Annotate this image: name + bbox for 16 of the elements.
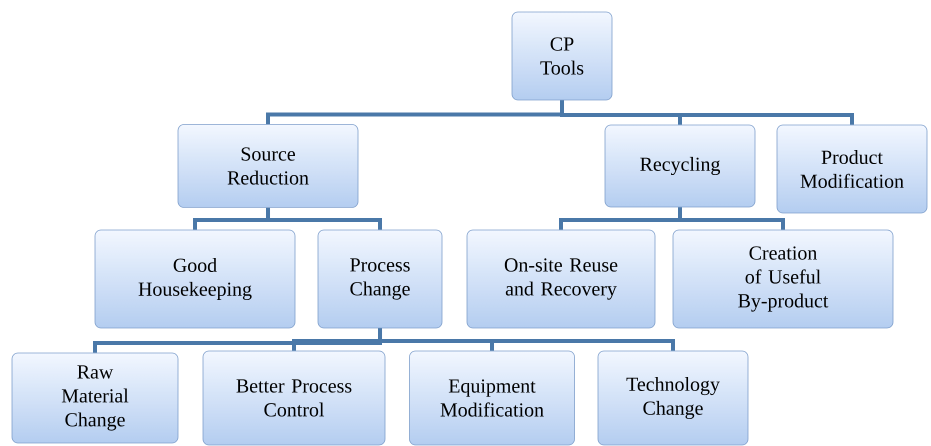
category-box: Source Reduction xyxy=(178,124,358,208)
connector-line xyxy=(266,208,382,230)
category-box: Good Housekeeping xyxy=(94,230,296,328)
category-box: Recycling xyxy=(604,124,756,208)
category-box: Product Modification xyxy=(776,124,928,214)
category-box: On-site Reuse and Recovery xyxy=(466,230,656,328)
connector-line xyxy=(560,100,854,125)
category-box: Process Change xyxy=(318,230,442,328)
category-box: CP Tools xyxy=(512,12,612,100)
category-box: Raw Material Change xyxy=(12,352,178,444)
connector-line xyxy=(678,207,785,230)
category-box: Better Process Control xyxy=(202,350,386,446)
category-box: Creation of Useful By-product xyxy=(672,230,894,328)
connector-line xyxy=(378,328,675,351)
category-box: Technology Change xyxy=(598,350,748,446)
category-box: Equipment Modification xyxy=(409,350,575,446)
